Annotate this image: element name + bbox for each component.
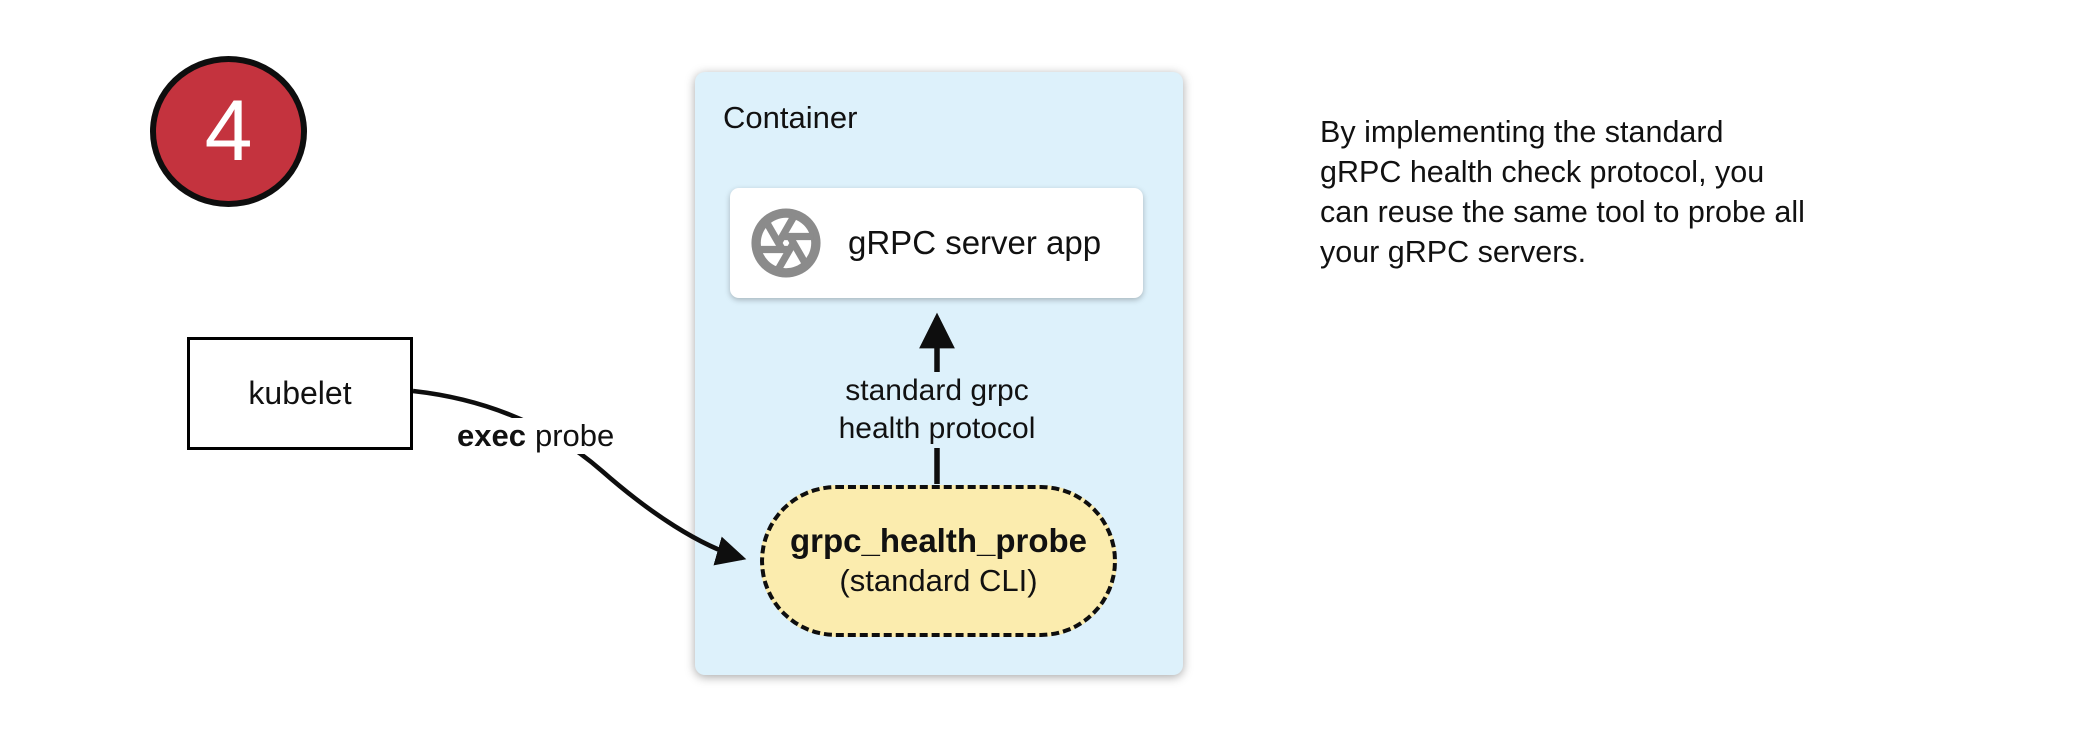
grpc-health-probe-node: grpc_health_probe (standard CLI) [760, 485, 1117, 637]
grpc-server-app-label: gRPC server app [848, 224, 1102, 261]
note-line: can reuse the same tool to probe all [1320, 195, 1805, 229]
exec-probe-arrow [412, 388, 747, 566]
protocol-label-line2: health protocol [838, 412, 1036, 445]
protocol-label-line1: standard grpc [845, 374, 1029, 407]
exec-probe-label-bold: exec [457, 418, 526, 453]
note-line: gRPC health check protocol, you [1320, 155, 1765, 189]
kubelet-label: kubelet [248, 375, 352, 411]
probe-title: grpc_health_probe [789, 522, 1088, 559]
note-line: By implementing the standard [1320, 115, 1724, 149]
step-badge: 4 [150, 56, 307, 207]
exec-probe-label-rest: probe [534, 418, 615, 453]
kubelet-node: kubelet [187, 337, 413, 450]
protocol-label: standard grpc health protocol [817, 372, 1057, 448]
shutter-icon [750, 207, 822, 279]
note-paragraph: By implementing the standard gRPC health… [1320, 112, 1805, 272]
note-line: your gRPC servers. [1320, 235, 1587, 269]
container-title: Container [723, 100, 858, 135]
grpc-server-app-node: gRPC server app [730, 188, 1143, 298]
probe-subtitle: (standard CLI) [839, 563, 1038, 598]
step-number: 4 [204, 83, 253, 179]
